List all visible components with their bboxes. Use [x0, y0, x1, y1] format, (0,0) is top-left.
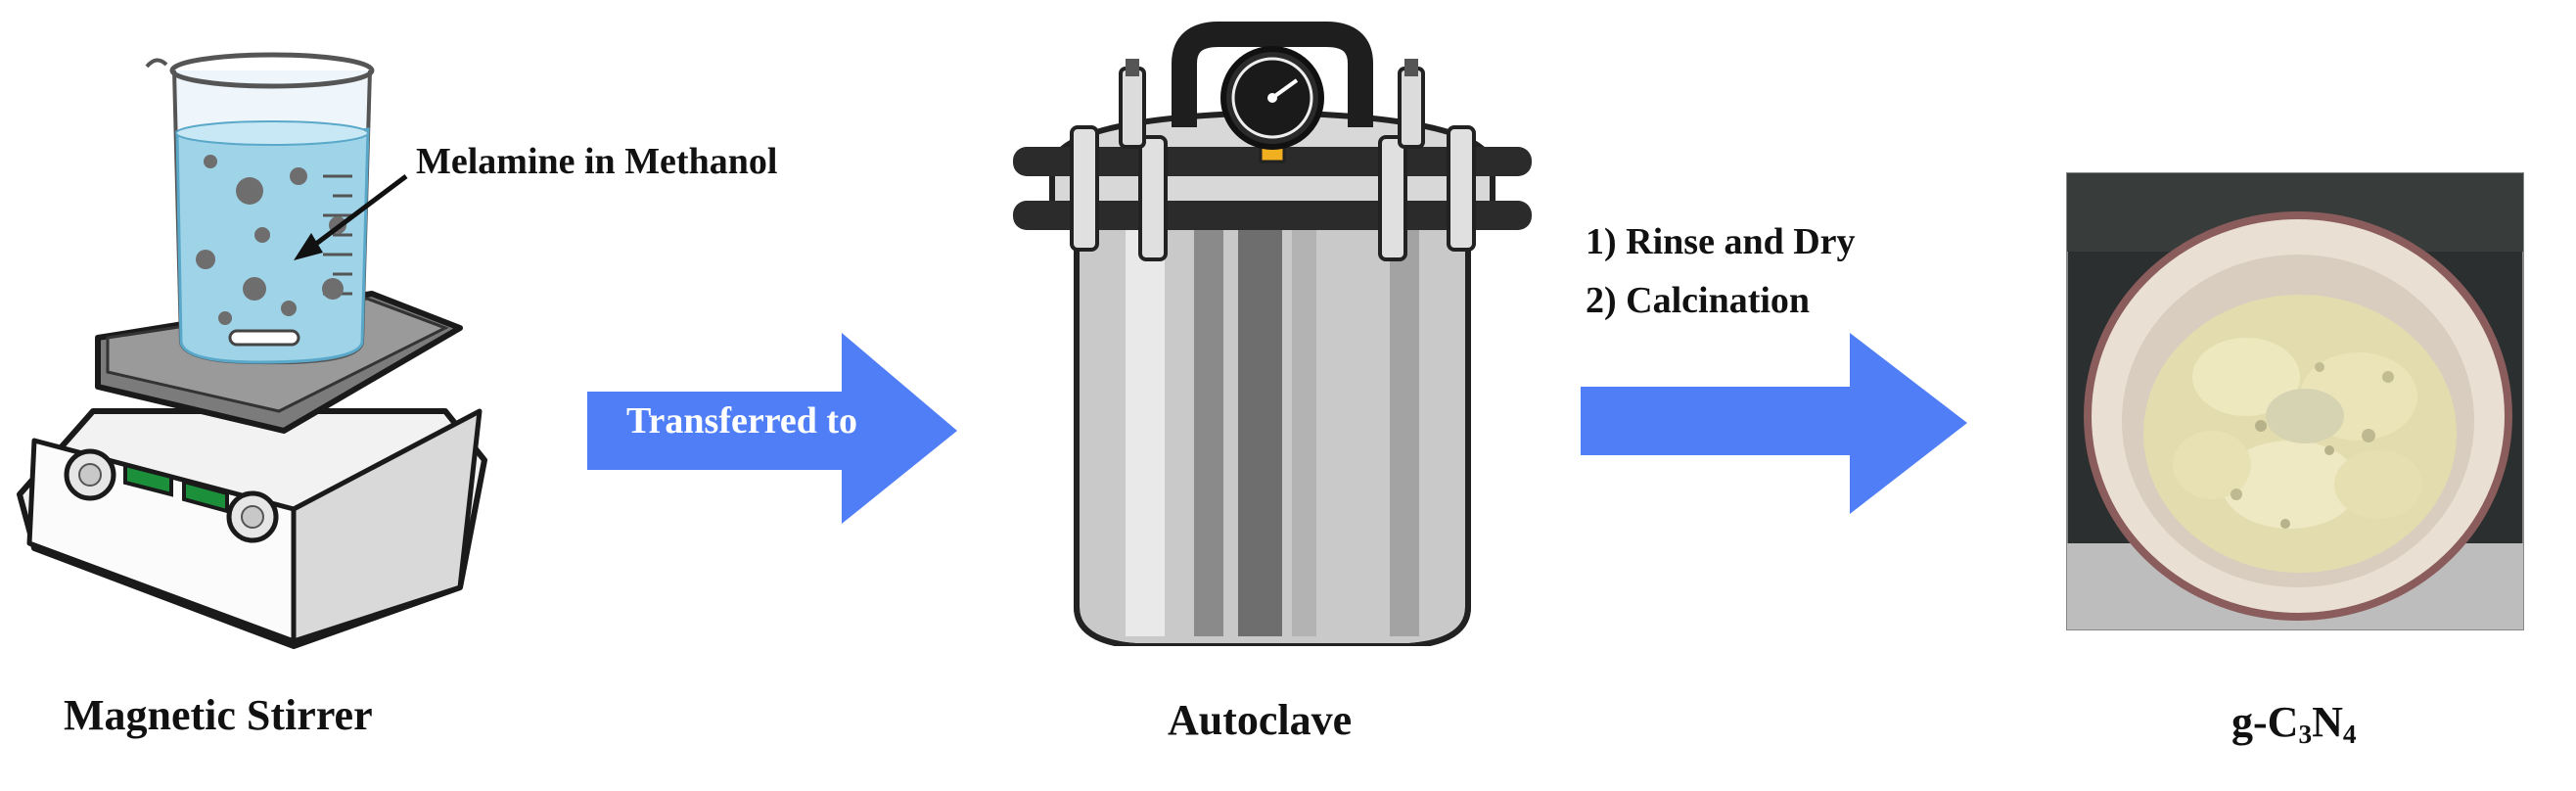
product-caption-sub-4: 4 — [2342, 719, 2357, 749]
autoclave-valve-right — [1398, 67, 1425, 149]
g-c3n4-photo — [2066, 172, 2524, 630]
autoclave-illustration — [1013, 22, 1532, 646]
product-caption-prefix: g-C — [2231, 698, 2299, 746]
annotation-pointer-head — [294, 233, 323, 260]
melamine-annotation: Melamine in Methanol — [416, 141, 778, 182]
transfer-arrow — [587, 333, 957, 524]
transfer-arrow-shape — [587, 333, 957, 524]
magnetic-stirrer-caption: Magnetic Stirrer — [64, 691, 373, 739]
annotation-pointer — [306, 174, 408, 252]
product-caption: g-C3N4 — [2231, 697, 2357, 750]
beaker — [145, 52, 375, 365]
autoclave-valve-left — [1119, 67, 1146, 149]
transfer-arrow-label: Transferred to — [626, 400, 858, 442]
magnetic-stirrer-illustration — [17, 52, 487, 649]
stirrer-display-right — [182, 479, 229, 514]
stirrer-display-left — [123, 462, 173, 497]
product-caption-sub-3: 3 — [2298, 719, 2313, 749]
product-caption-mid: N — [2312, 698, 2343, 746]
stirrer-side-panel — [291, 408, 483, 644]
process-arrow — [1581, 333, 1967, 514]
process-arrow-shape — [1581, 333, 1967, 514]
step-calcination: 2) Calcination — [1586, 280, 1811, 321]
autoclave-handle — [1172, 22, 1373, 127]
autoclave-caption: Autoclave — [1168, 696, 1353, 744]
step-rinse-and-dry: 1) Rinse and Dry — [1586, 221, 1856, 262]
g-c3n4-powder — [2143, 295, 2457, 573]
pressure-gauge-needle — [1270, 78, 1299, 100]
